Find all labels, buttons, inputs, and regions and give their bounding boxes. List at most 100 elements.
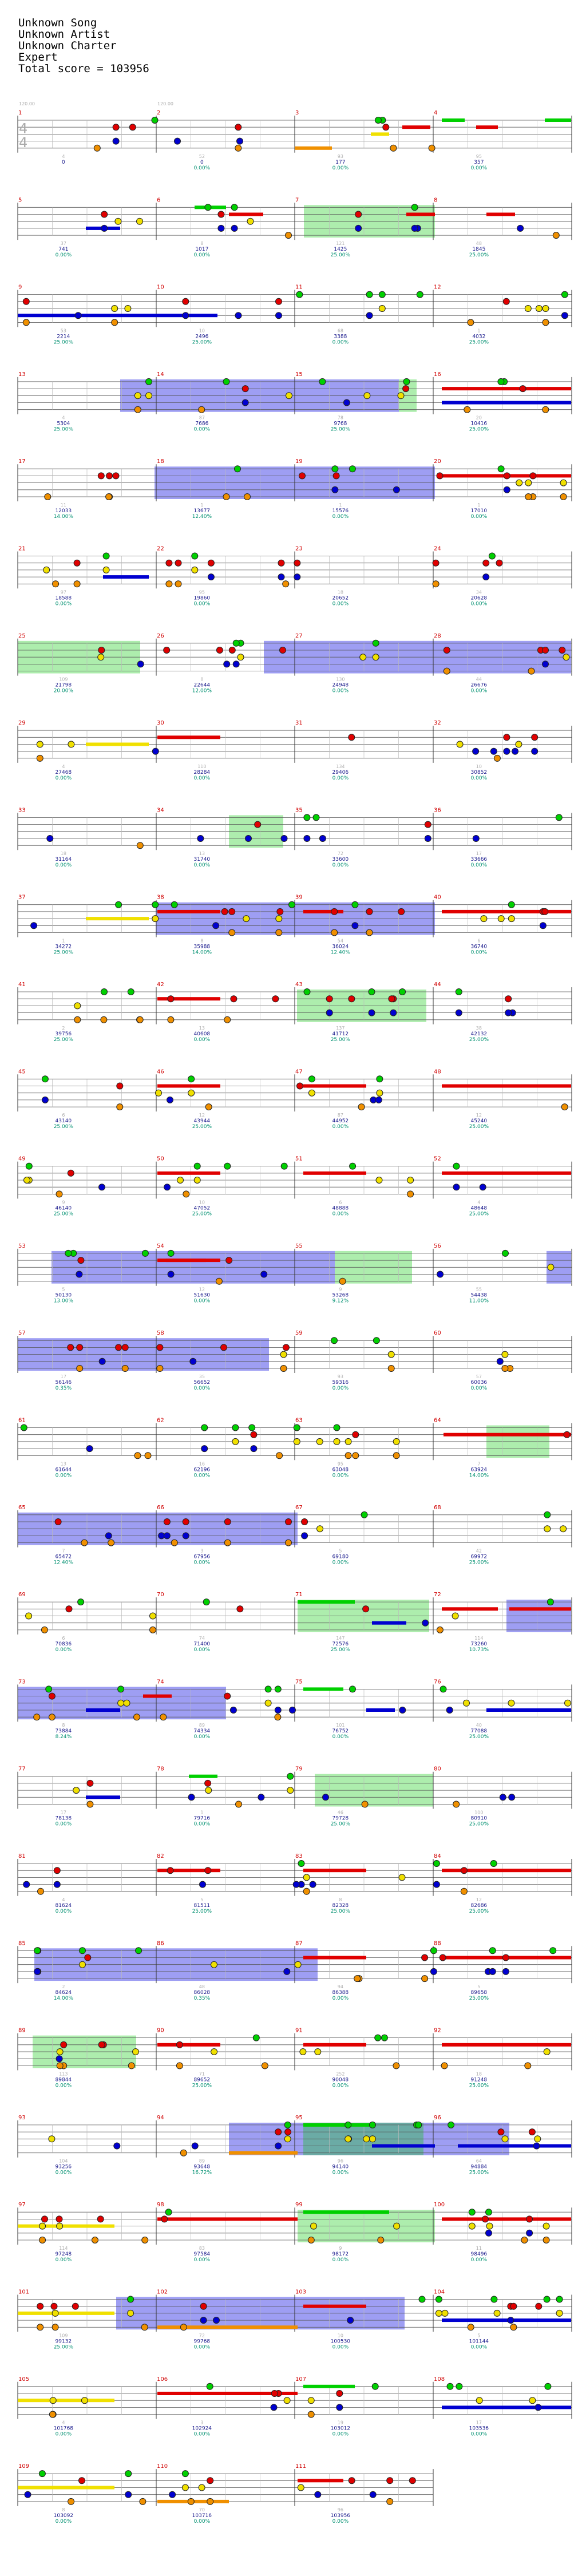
song-difficulty: Expert <box>18 51 58 64</box>
note-gem <box>49 2397 57 2404</box>
sustain-bar <box>442 401 571 405</box>
bar-count: 137 <box>336 1026 345 1031</box>
bar-count: 17 <box>61 1374 66 1379</box>
note-gem <box>435 2309 442 2317</box>
note-gem <box>260 1271 268 1278</box>
score-percent: 0.00% <box>194 165 211 171</box>
note-gem <box>181 2470 189 2478</box>
sustain-bar <box>476 125 498 129</box>
score-percent: 0.00% <box>332 514 349 520</box>
sustain-bar <box>303 2304 366 2308</box>
measure-number: 54 <box>157 1243 164 1249</box>
note-gem <box>37 2302 44 2310</box>
score-percent: 25.00% <box>192 1909 212 1914</box>
measure-number: 75 <box>295 1679 303 1685</box>
sustain-bar <box>303 1687 343 1691</box>
measure-number: 88 <box>434 1940 441 1946</box>
note-gem <box>197 835 204 842</box>
score-value: 54438 <box>471 1293 488 1299</box>
measure-number: 21 <box>18 546 26 552</box>
note-gem <box>198 2484 205 2491</box>
measure-number: 29 <box>18 720 26 726</box>
note-gem <box>275 915 283 923</box>
bar-count: 101 <box>336 1723 345 1728</box>
note-gem <box>243 915 250 923</box>
score-percent: 25.00% <box>469 427 489 433</box>
note-gem <box>41 1626 48 1633</box>
score-percent: 12.40% <box>54 1560 74 1566</box>
note-gem <box>366 908 373 915</box>
measure-number: 59 <box>295 1330 303 1336</box>
note-gem <box>501 1351 509 1358</box>
note-gem <box>68 2498 75 2505</box>
note-gem <box>68 741 75 748</box>
note-gem <box>22 298 30 305</box>
note-gem <box>223 660 231 668</box>
note-gem <box>371 2383 379 2390</box>
note-gem <box>407 1177 414 1184</box>
note-gem <box>45 1685 53 1693</box>
note-gem <box>244 493 251 500</box>
sustain-bar <box>458 2144 571 2148</box>
score-percent: 0.00% <box>471 775 488 781</box>
note-gem <box>280 835 288 842</box>
measure-number: 51 <box>295 1156 303 1162</box>
score-percent: 0.00% <box>332 775 349 781</box>
note-gem <box>542 647 549 654</box>
bar-count: 6 <box>339 1200 342 1205</box>
score-value: 741 <box>58 247 68 252</box>
score-value: 73884 <box>56 1728 72 1734</box>
score-value: 36024 <box>332 944 349 950</box>
note-gem <box>472 747 480 755</box>
score-value: 93648 <box>194 2165 211 2170</box>
bar-count: 34 <box>476 589 482 595</box>
staff-row <box>17 1336 572 1373</box>
note-gem <box>502 298 510 305</box>
note-gem <box>456 741 464 748</box>
score-value: 5304 <box>57 421 70 427</box>
note-gem <box>65 1605 73 1613</box>
note-gem <box>556 2309 563 2317</box>
score-value: 0 <box>62 160 65 165</box>
note-gem <box>345 1452 352 1459</box>
score-percent: 25.00% <box>331 252 351 258</box>
score-percent: 0.00% <box>194 1299 211 1304</box>
note-gem <box>526 2229 533 2237</box>
note-gem <box>53 1867 61 1874</box>
score-value: 43140 <box>56 1118 72 1124</box>
note-gem <box>559 647 566 654</box>
score-value: 2214 <box>57 334 70 339</box>
note-gem <box>84 1954 92 1961</box>
score-percent: 0.00% <box>194 1037 211 1043</box>
score-percent: 0.00% <box>56 2257 72 2263</box>
note-gem <box>236 137 243 145</box>
sustain-bar <box>303 1171 366 1175</box>
note-gem <box>314 2491 322 2498</box>
note-gem <box>52 580 60 588</box>
note-gem <box>76 1271 83 1278</box>
note-gem <box>232 1438 239 1445</box>
bar-count: 19 <box>338 2420 343 2425</box>
note-gem <box>524 2062 532 2069</box>
note-gem <box>136 842 144 849</box>
bar-count: 95 <box>476 154 482 159</box>
note-gem <box>301 1518 308 1525</box>
note-gem <box>133 1714 140 1721</box>
note-gem <box>111 305 118 312</box>
measure-number: 105 <box>18 2376 29 2383</box>
note-gem <box>132 2048 139 2055</box>
note-gem <box>112 472 120 480</box>
score-value: 34272 <box>56 944 72 950</box>
bar-count: 94 <box>338 1984 343 1989</box>
note-gem <box>488 552 496 560</box>
note-gem <box>421 1975 429 1983</box>
score-value: 103716 <box>192 2513 212 2519</box>
score-percent: 0.00% <box>332 862 349 868</box>
measure-number: 96 <box>434 2115 441 2121</box>
score-percent: 0.00% <box>332 1473 349 1478</box>
note-gem <box>433 1881 440 1888</box>
staff-row <box>17 1771 572 1809</box>
score-value: 60036 <box>471 1380 488 1386</box>
note-gem <box>228 647 236 654</box>
score-percent: 25.00% <box>331 427 351 433</box>
